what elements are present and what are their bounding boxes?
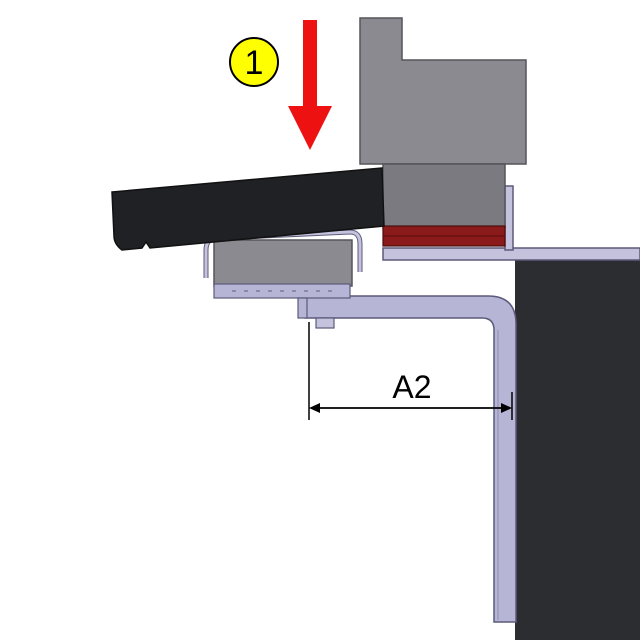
wall-bracket: [304, 295, 517, 623]
support-plate-edge: [504, 185, 514, 251]
black-lever: [111, 167, 385, 251]
machine-body: [359, 17, 527, 247]
dimension-a2: A2: [308, 322, 513, 420]
step-marker: 1: [229, 37, 279, 87]
red-down-arrow: [288, 20, 332, 150]
countertop-block: [515, 258, 640, 640]
dimension-label: A2: [392, 369, 431, 405]
step-number: 1: [245, 44, 264, 82]
